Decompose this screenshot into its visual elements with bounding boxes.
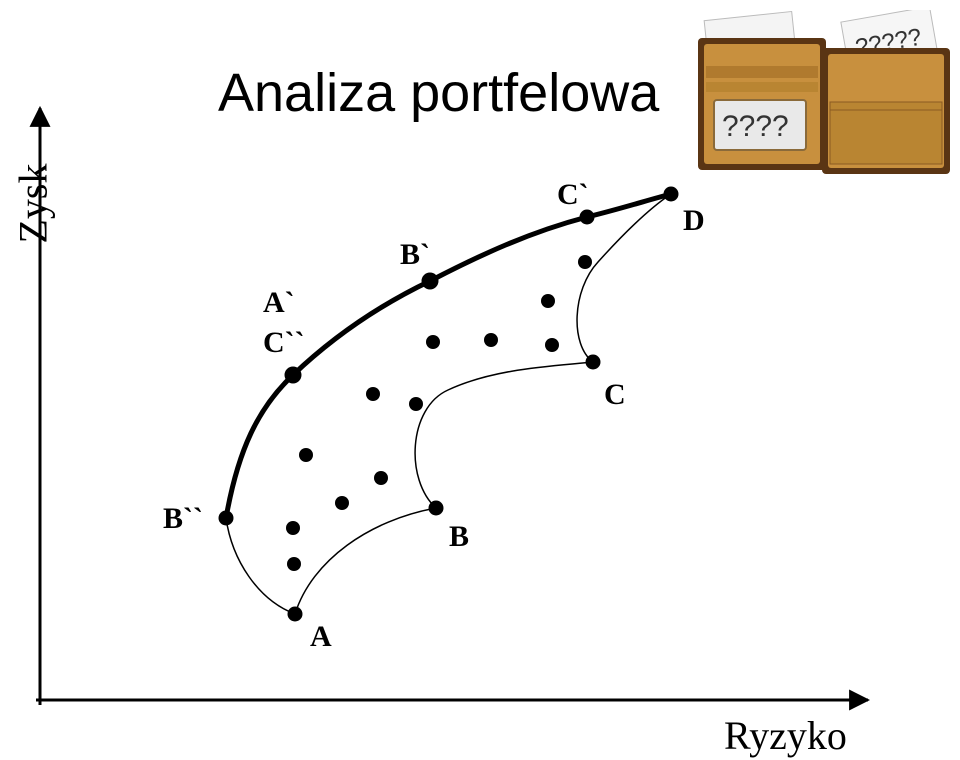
x-axis-label: Ryzyko: [724, 713, 847, 758]
portfolio-dot: [578, 255, 592, 269]
id-card-window: [713, 99, 807, 151]
point-b-double-prime: [218, 510, 234, 526]
point-c-prime: [579, 209, 595, 225]
label-c: C: [604, 378, 626, 411]
wallet-image: ????? ¿? ????: [698, 10, 950, 174]
point-b: [428, 500, 444, 516]
label-b-prime: B`: [400, 238, 430, 271]
point-d: [663, 186, 679, 202]
label-d: D: [683, 204, 705, 237]
curve-c-d: [576, 193, 672, 363]
portfolio-dot: [286, 521, 300, 535]
curve-b-c: [414, 361, 594, 509]
portfolio-dot: [335, 496, 349, 510]
portfolio-dot: [545, 338, 559, 352]
slide-title: Analiza portfelowa: [218, 63, 660, 123]
point-c: [585, 354, 601, 370]
portfolio-dot: [426, 335, 440, 349]
label-a: A: [310, 620, 332, 653]
label-c-double-prime: C``: [263, 326, 305, 359]
portfolio-dot: [409, 397, 423, 411]
point-b-prime: [421, 272, 439, 290]
point-a-prime-c-double-prime: [284, 366, 302, 384]
curve-b2-a: [225, 517, 296, 615]
label-c-prime: C`: [557, 178, 589, 211]
portfolio-dot: [541, 294, 555, 308]
curve-a-b: [294, 507, 437, 615]
label-b-double-prime: B``: [163, 502, 203, 535]
portfolio-dot: [287, 557, 301, 571]
portfolio-dot: [484, 333, 498, 347]
label-a-prime: A`: [263, 286, 295, 319]
card-text: ????: [722, 110, 789, 143]
point-a: [287, 606, 303, 622]
label-b: B: [449, 520, 469, 553]
portfolio-dot: [299, 448, 313, 462]
portfolio-dot: [374, 471, 388, 485]
portfolio-dot: [366, 387, 380, 401]
